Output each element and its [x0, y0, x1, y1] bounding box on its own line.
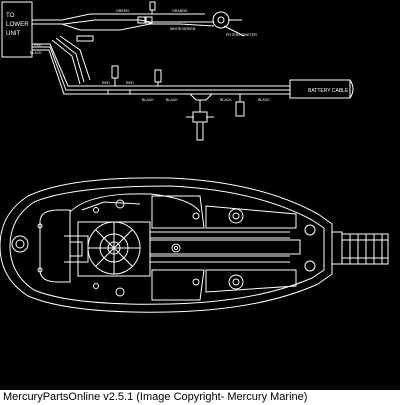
label-red-left: RED [34, 43, 42, 47]
label-black-4: BLACK [258, 98, 270, 102]
label-white-green: WHITE/GREEN [170, 27, 196, 31]
bundle-connectors [107, 65, 245, 117]
wire-red-main [32, 43, 290, 87]
switch [186, 100, 214, 141]
label-black-left: BLACK [30, 51, 42, 55]
label-black-1: BLACK [142, 98, 154, 102]
lower-unit-line-2: LOWER [6, 21, 29, 28]
connector-pair-1 [137, 16, 153, 24]
lower-unit-line-3: UNIT [6, 30, 21, 37]
wire-green [32, 13, 205, 21]
lower-unit-box [1, 1, 33, 58]
diagram-svg: TO LOWER UNIT GREEN ORANGE WHITE/GREEN P… [0, 1, 389, 313]
label-potentiometer: POTENTIOMETER [226, 33, 257, 37]
connector-pair-2 [149, 1, 156, 14]
gear-assembly [64, 221, 151, 277]
motor-housing [0, 177, 389, 313]
housing-outline [0, 177, 333, 313]
label-green: GREEN [116, 9, 129, 13]
wire-black-main [32, 46, 290, 91]
label-orange: ORANGE [172, 9, 188, 13]
housing-inner-rim [9, 185, 325, 305]
label-red-bundle: RED [102, 81, 110, 85]
mount-hole-left [11, 235, 29, 253]
wire-orange [32, 19, 214, 25]
wire-black-2 [32, 49, 290, 95]
caption: MercuryPartsOnline v2.5.1 (Image Copyrig… [0, 390, 400, 405]
lower-unit-line-1: TO [6, 12, 15, 19]
parts-diagram: TO LOWER UNIT GREEN ORANGE WHITE/GREEN P… [0, 0, 400, 390]
label-black-3: BLACK [220, 98, 232, 102]
wiring-diagram [1, 1, 354, 141]
screw-points [93, 199, 316, 297]
label-red-bundle-2: RED [126, 81, 134, 85]
label-black-2: BLACK [166, 98, 178, 102]
shaft [150, 239, 301, 255]
battery-cable [289, 79, 351, 99]
label-battery-cable: BATTERY CABLE [308, 88, 349, 94]
wire-white-green [61, 23, 215, 31]
connector-mid [76, 35, 94, 42]
cable-grip [332, 231, 389, 265]
wiring-labels: TO LOWER UNIT GREEN ORANGE WHITE/GREEN P… [6, 9, 349, 102]
potentiometer [212, 11, 230, 29]
